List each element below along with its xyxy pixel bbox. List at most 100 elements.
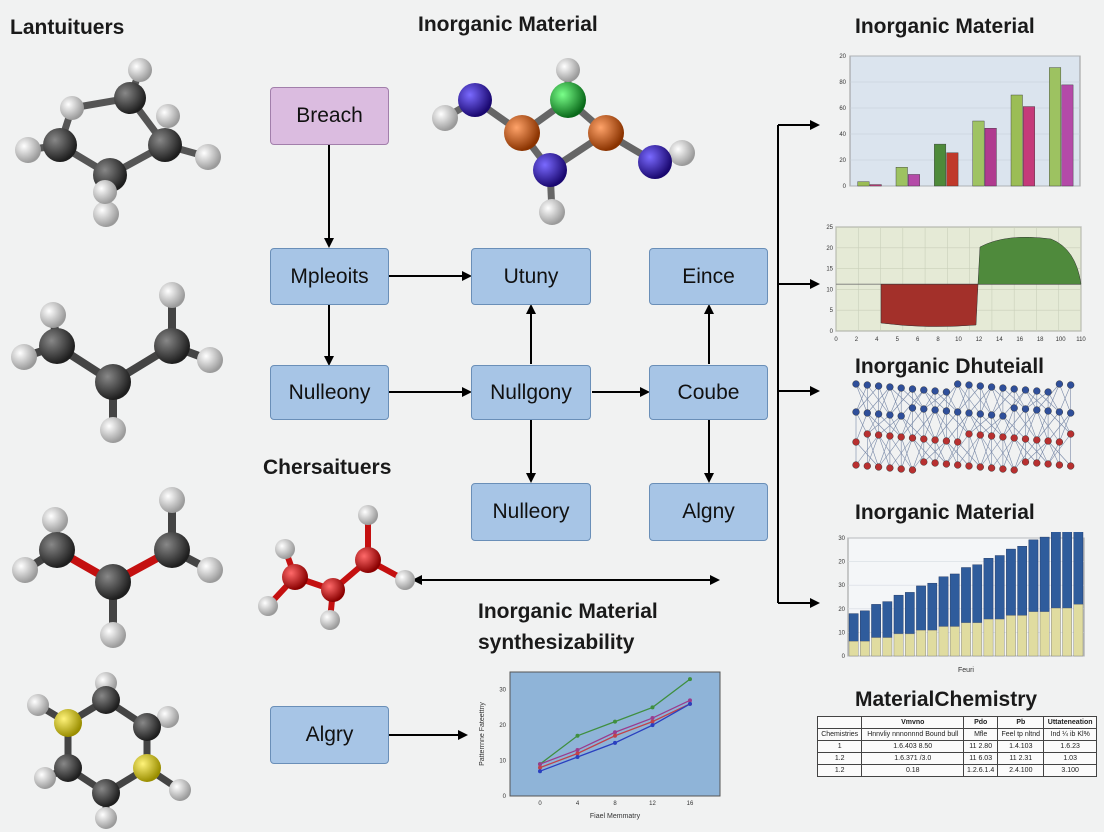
- chart2-xtick: 0: [834, 337, 838, 343]
- network-node: [965, 409, 973, 417]
- network-edge: [1002, 437, 1015, 470]
- network-edge: [912, 438, 925, 471]
- network-edge: [934, 411, 958, 441]
- network-edge: [934, 410, 947, 441]
- network-edge: [912, 439, 936, 471]
- chart3-bar-top: [1073, 532, 1084, 605]
- network-node: [908, 404, 917, 412]
- chart1-ytick: 20: [839, 54, 846, 60]
- chart3-bar-top: [916, 585, 926, 631]
- network-edge: [991, 437, 1015, 469]
- network-edge: [1036, 440, 1049, 464]
- network-node: [875, 431, 883, 439]
- network-edge: [855, 412, 868, 443]
- network-node: [954, 438, 962, 446]
- network-node: [965, 462, 973, 470]
- chart4-ytick: 20: [499, 723, 506, 729]
- chart2-xtick: 14: [996, 337, 1003, 343]
- network-edge: [968, 414, 992, 435]
- chart3-bar-top: [893, 594, 904, 635]
- chart3-bar-top: [1051, 532, 1061, 609]
- network-edge: [946, 412, 970, 442]
- molecule-red-chain: [258, 505, 415, 630]
- network-edge: [923, 409, 936, 440]
- network-node: [931, 387, 939, 395]
- chart2-xtick: 110: [1076, 337, 1086, 343]
- network-edge: [1002, 407, 1015, 438]
- network-node: [931, 459, 939, 467]
- chart4-point: [575, 747, 580, 752]
- network-edge: [946, 433, 970, 465]
- chart3-bar-bottom: [1073, 604, 1084, 657]
- network-edge: [946, 383, 958, 412]
- network-node: [976, 431, 984, 439]
- network-node: [1033, 387, 1041, 395]
- chart3-ytick: 0: [842, 654, 846, 660]
- network-node: [875, 410, 883, 418]
- center-heading: Inorganic Material: [418, 13, 598, 36]
- network-edge: [1059, 411, 1071, 435]
- network-node: [852, 461, 860, 469]
- network-node: [1010, 385, 1018, 393]
- chart2-ytick: 0: [830, 329, 834, 335]
- chart4-xtick: 8: [613, 801, 617, 807]
- chart4-xtick: 4: [576, 801, 580, 807]
- chart1-bar: [908, 174, 920, 187]
- network-edge: [1047, 383, 1060, 412]
- table-cell: 1.6.371 /3.0: [861, 752, 965, 765]
- network-edge: [1013, 409, 1038, 439]
- network-node: [863, 409, 871, 417]
- network-node: [886, 432, 894, 440]
- chart4-xtick: 12: [649, 801, 656, 807]
- network-node: [1010, 466, 1018, 474]
- molecule-v: [11, 282, 223, 443]
- chart2-ytick: 5: [830, 308, 834, 314]
- chart2-xtick: 100: [1056, 337, 1067, 343]
- network-node: [954, 461, 962, 469]
- network-node: [863, 381, 871, 389]
- chart3-bar-top: [961, 567, 971, 624]
- network-edge: [878, 386, 891, 415]
- chart3-bar-bottom: [927, 629, 938, 657]
- network-edge: [934, 383, 958, 411]
- network-edge: [980, 436, 1004, 468]
- network-node: [920, 435, 928, 443]
- network-diagram: [852, 380, 1075, 474]
- chart3-bar-top: [848, 613, 859, 642]
- table-cell: Mfle: [963, 728, 999, 741]
- chart1-ytick: 20: [839, 158, 846, 164]
- chart1-bar: [1061, 84, 1074, 187]
- synth-heading-line2: synthesizability: [478, 631, 635, 654]
- chart1-bar: [934, 143, 947, 187]
- chart4-point: [575, 733, 580, 738]
- network-node: [897, 412, 905, 420]
- table-cell: Pb: [997, 716, 1045, 729]
- table-cell: 1.6.403 8.50: [861, 740, 965, 753]
- network-edge: [934, 440, 947, 464]
- network-edge: [889, 387, 902, 416]
- network-edge: [855, 411, 868, 435]
- network-edge: [980, 435, 992, 468]
- network-node: [1021, 386, 1030, 394]
- network-edge: [889, 437, 913, 469]
- network-node: [976, 410, 984, 418]
- chart3-bar-top: [994, 555, 1005, 620]
- network-edge: [1002, 415, 1015, 439]
- chart1-ytick: 60: [839, 106, 846, 112]
- chart2-ytick: 20: [826, 246, 833, 252]
- network-node: [988, 432, 996, 440]
- chart3-bar-top: [882, 601, 893, 638]
- network-node: [976, 463, 984, 471]
- network-node: [1055, 438, 1064, 446]
- table-cell: 1: [816, 740, 863, 753]
- network-edge: [1036, 411, 1060, 441]
- chart3-bar-bottom: [1062, 607, 1072, 657]
- chart3-bar-top: [1062, 532, 1072, 609]
- chart3-bar-bottom: [904, 633, 915, 657]
- chart3-bar-top: [860, 610, 870, 642]
- table-cell: 1.6.23: [1043, 740, 1097, 753]
